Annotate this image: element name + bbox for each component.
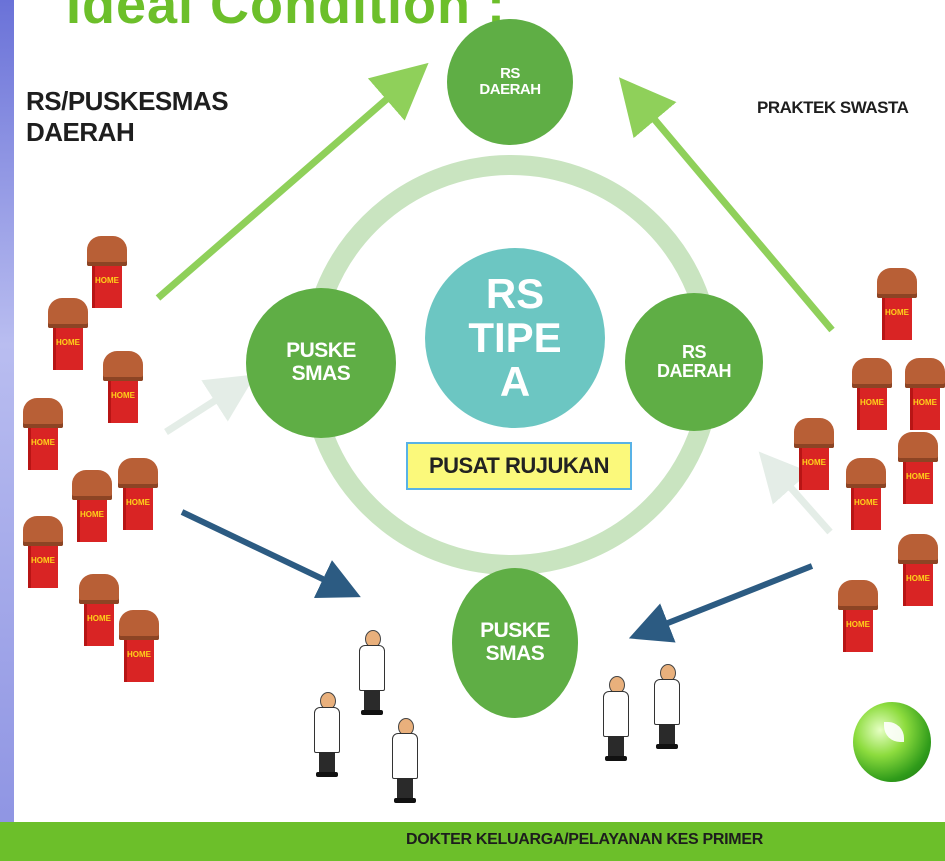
home-icon: HOME [898,432,938,504]
home-icon: HOME [23,398,63,470]
home-icon: HOME [48,298,88,370]
home-icon: HOME [103,351,143,423]
arrow-left-to-top [155,62,429,301]
home-icon: HOME [72,470,112,542]
arrow-right-to-right-node [758,451,833,535]
left-group-label: RS/PUSKESMAS DAERAH [26,86,229,148]
slide-title: Ideal Condition : [66,0,506,35]
home-icon: HOME [877,268,917,340]
node-rs-daerah-right: RS DAERAH [625,293,763,431]
globe-logo-icon [853,702,931,782]
home-icon: HOME [794,418,834,490]
arrow-right-to-top [618,77,835,333]
leaf-icon [884,722,904,742]
node-puskesmas-bottom: PUSKE SMAS [452,568,578,718]
home-icon: HOME [852,358,892,430]
home-icon: HOME [898,534,938,606]
doctor-icon [352,630,392,716]
slide-edge-decoration [0,0,14,861]
doctor-icon [385,718,425,804]
arrow-left-to-bottom [180,509,361,599]
right-group-label: PRAKTEK SWASTA [757,98,909,117]
center-rs-tipe-a: RS TIPE A [425,248,605,428]
doctor-icon [647,664,687,750]
footer-bar [0,822,945,861]
footer-label: DOKTER KELUARGA/PELAYANAN KES PRIMER [406,831,763,848]
doctor-icon [307,692,347,778]
home-icon: HOME [838,580,878,652]
arrow-right-to-bottom [628,563,814,643]
arrow-left-to-left-node [164,374,256,435]
center-label-box: PUSAT RUJUKAN [406,442,632,490]
doctor-icon [596,676,636,762]
home-icon: HOME [118,458,158,530]
node-rs-daerah-top: RS DAERAH [447,19,573,145]
home-icon: HOME [79,574,119,646]
home-icon: HOME [119,610,159,682]
home-icon: HOME [846,458,886,530]
home-icon: HOME [905,358,945,430]
home-icon: HOME [23,516,63,588]
home-icon: HOME [87,236,127,308]
node-puskesmas-left: PUSKE SMAS [246,288,396,438]
